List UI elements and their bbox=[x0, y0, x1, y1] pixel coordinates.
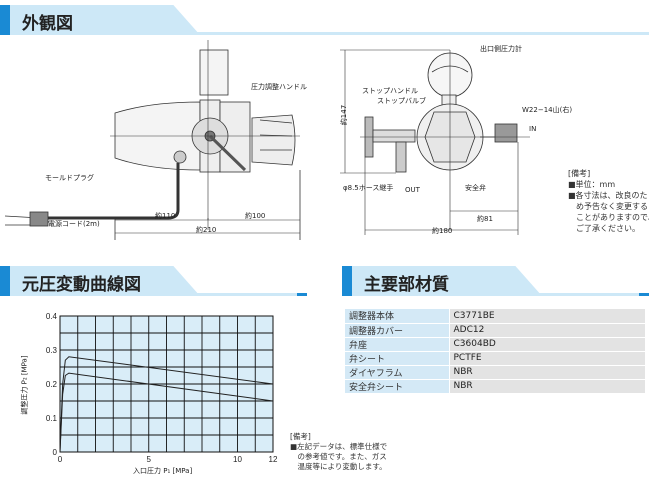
header-line bbox=[532, 293, 649, 296]
label-in: IN bbox=[529, 125, 537, 133]
y-tick-label: 0.3 bbox=[46, 346, 58, 355]
material-value: PCTFE bbox=[449, 351, 645, 366]
chart-xlabel: 入口圧力 P₁ [MPa] bbox=[133, 467, 193, 475]
label-hose-fitting: φ8.5ホース継手 bbox=[343, 184, 394, 192]
series-line-lower bbox=[59, 372, 274, 453]
label-pressure-handle: 圧力調整ハンドル bbox=[251, 83, 307, 91]
x-tick-label: 5 bbox=[147, 455, 152, 464]
header-accent bbox=[0, 5, 10, 35]
header-line bbox=[190, 32, 649, 35]
header-tip bbox=[297, 293, 307, 296]
header-accent bbox=[342, 266, 352, 296]
part-name: 安全弁シート bbox=[345, 379, 450, 394]
label-thread: W22−14山(右) bbox=[522, 106, 573, 114]
part-name: 調整器カバー bbox=[345, 323, 450, 338]
header-accent bbox=[0, 266, 10, 296]
section-title: 元圧変動曲線図 bbox=[22, 275, 141, 295]
material-value: C3604BD bbox=[449, 337, 645, 352]
section-title: 主要部材質 bbox=[364, 275, 449, 295]
x-tick-label: 12 bbox=[269, 455, 278, 464]
dim-180: 約180 bbox=[432, 227, 453, 235]
material-value: ADC12 bbox=[449, 323, 645, 338]
y-tick-label: 0.2 bbox=[46, 380, 58, 389]
remarks-line: ことがありますので、 bbox=[568, 213, 649, 222]
remarks-title: [備考] bbox=[568, 169, 591, 178]
part-name: ダイヤフラム bbox=[345, 365, 450, 380]
front-view-drawing bbox=[340, 49, 530, 235]
part-name: 調整器本体 bbox=[345, 309, 450, 324]
header-bg bbox=[10, 266, 200, 296]
dim-110: 約110 bbox=[155, 212, 176, 220]
label-power-cord: 電源コード(2m) bbox=[48, 220, 100, 228]
dim-210: 約210 bbox=[196, 226, 217, 234]
part-name: 弁座 bbox=[345, 337, 450, 352]
remarks-line: ■各寸法は、改良のた bbox=[568, 191, 648, 200]
remarks-units: [備考] ■単位：mm ■各寸法は、改良のた め予告なく変更する ことがあります… bbox=[568, 168, 649, 234]
dim-147: 約147 bbox=[340, 104, 349, 126]
header-line bbox=[190, 293, 300, 296]
remarks-line: ■単位：mm bbox=[568, 180, 616, 189]
y-tick-label: 0.4 bbox=[46, 312, 58, 321]
remarks-line: め予告なく変更する bbox=[568, 202, 648, 211]
pressure-curve-chart: 0 5 10 12 0 0.1 0.2 0.3 0.4 bbox=[46, 312, 278, 464]
header-bg bbox=[352, 266, 542, 296]
remarks-line: の参考値です。また、ガス bbox=[290, 452, 387, 461]
x-tick-label: 0 bbox=[58, 455, 63, 464]
side-view-drawing bbox=[4, 40, 301, 240]
label-safety-valve: 安全弁 bbox=[465, 184, 486, 192]
x-tick-label: 10 bbox=[233, 455, 242, 464]
label-stop-handle: ストップハンドル bbox=[362, 87, 418, 95]
material-value: C3771BE bbox=[449, 309, 645, 324]
material-value: NBR bbox=[449, 365, 645, 380]
remarks-line: 温度等により変動します。 bbox=[290, 462, 387, 471]
y-tick-label: 0 bbox=[53, 448, 58, 457]
y-tick-label: 0.1 bbox=[46, 414, 58, 423]
label-out: OUT bbox=[405, 186, 420, 194]
header-tip bbox=[639, 293, 649, 296]
part-name: 弁シート bbox=[345, 351, 450, 366]
chart-ylabel: 調整圧力 P₂ [MPa] bbox=[20, 355, 29, 415]
section-header-appearance: 外観図 bbox=[0, 2, 649, 35]
section-header-materials: 主要部材質 bbox=[342, 263, 649, 296]
remarks-line: ご了承ください。 bbox=[568, 224, 640, 233]
dim-81: 約81 bbox=[477, 215, 493, 223]
material-value: NBR bbox=[449, 379, 645, 394]
label-outlet-gauge: 出口側圧力計 bbox=[480, 45, 522, 53]
remarks-line: ■左記データは、標準仕様で bbox=[290, 442, 388, 451]
section-header-curve: 元圧変動曲線図 bbox=[0, 263, 310, 296]
label-stop-valve: ストップバルブ bbox=[377, 97, 426, 105]
remarks-title: [備考] bbox=[290, 432, 311, 441]
header-bg bbox=[10, 5, 200, 35]
dim-100: 約100 bbox=[245, 212, 266, 220]
section-title: 外観図 bbox=[22, 14, 73, 34]
label-mold-plug: モールドプラグ bbox=[45, 174, 94, 182]
remarks-chart: [備考] ■左記データは、標準仕様で の参考値です。また、ガス 温度等により変動… bbox=[290, 432, 387, 472]
